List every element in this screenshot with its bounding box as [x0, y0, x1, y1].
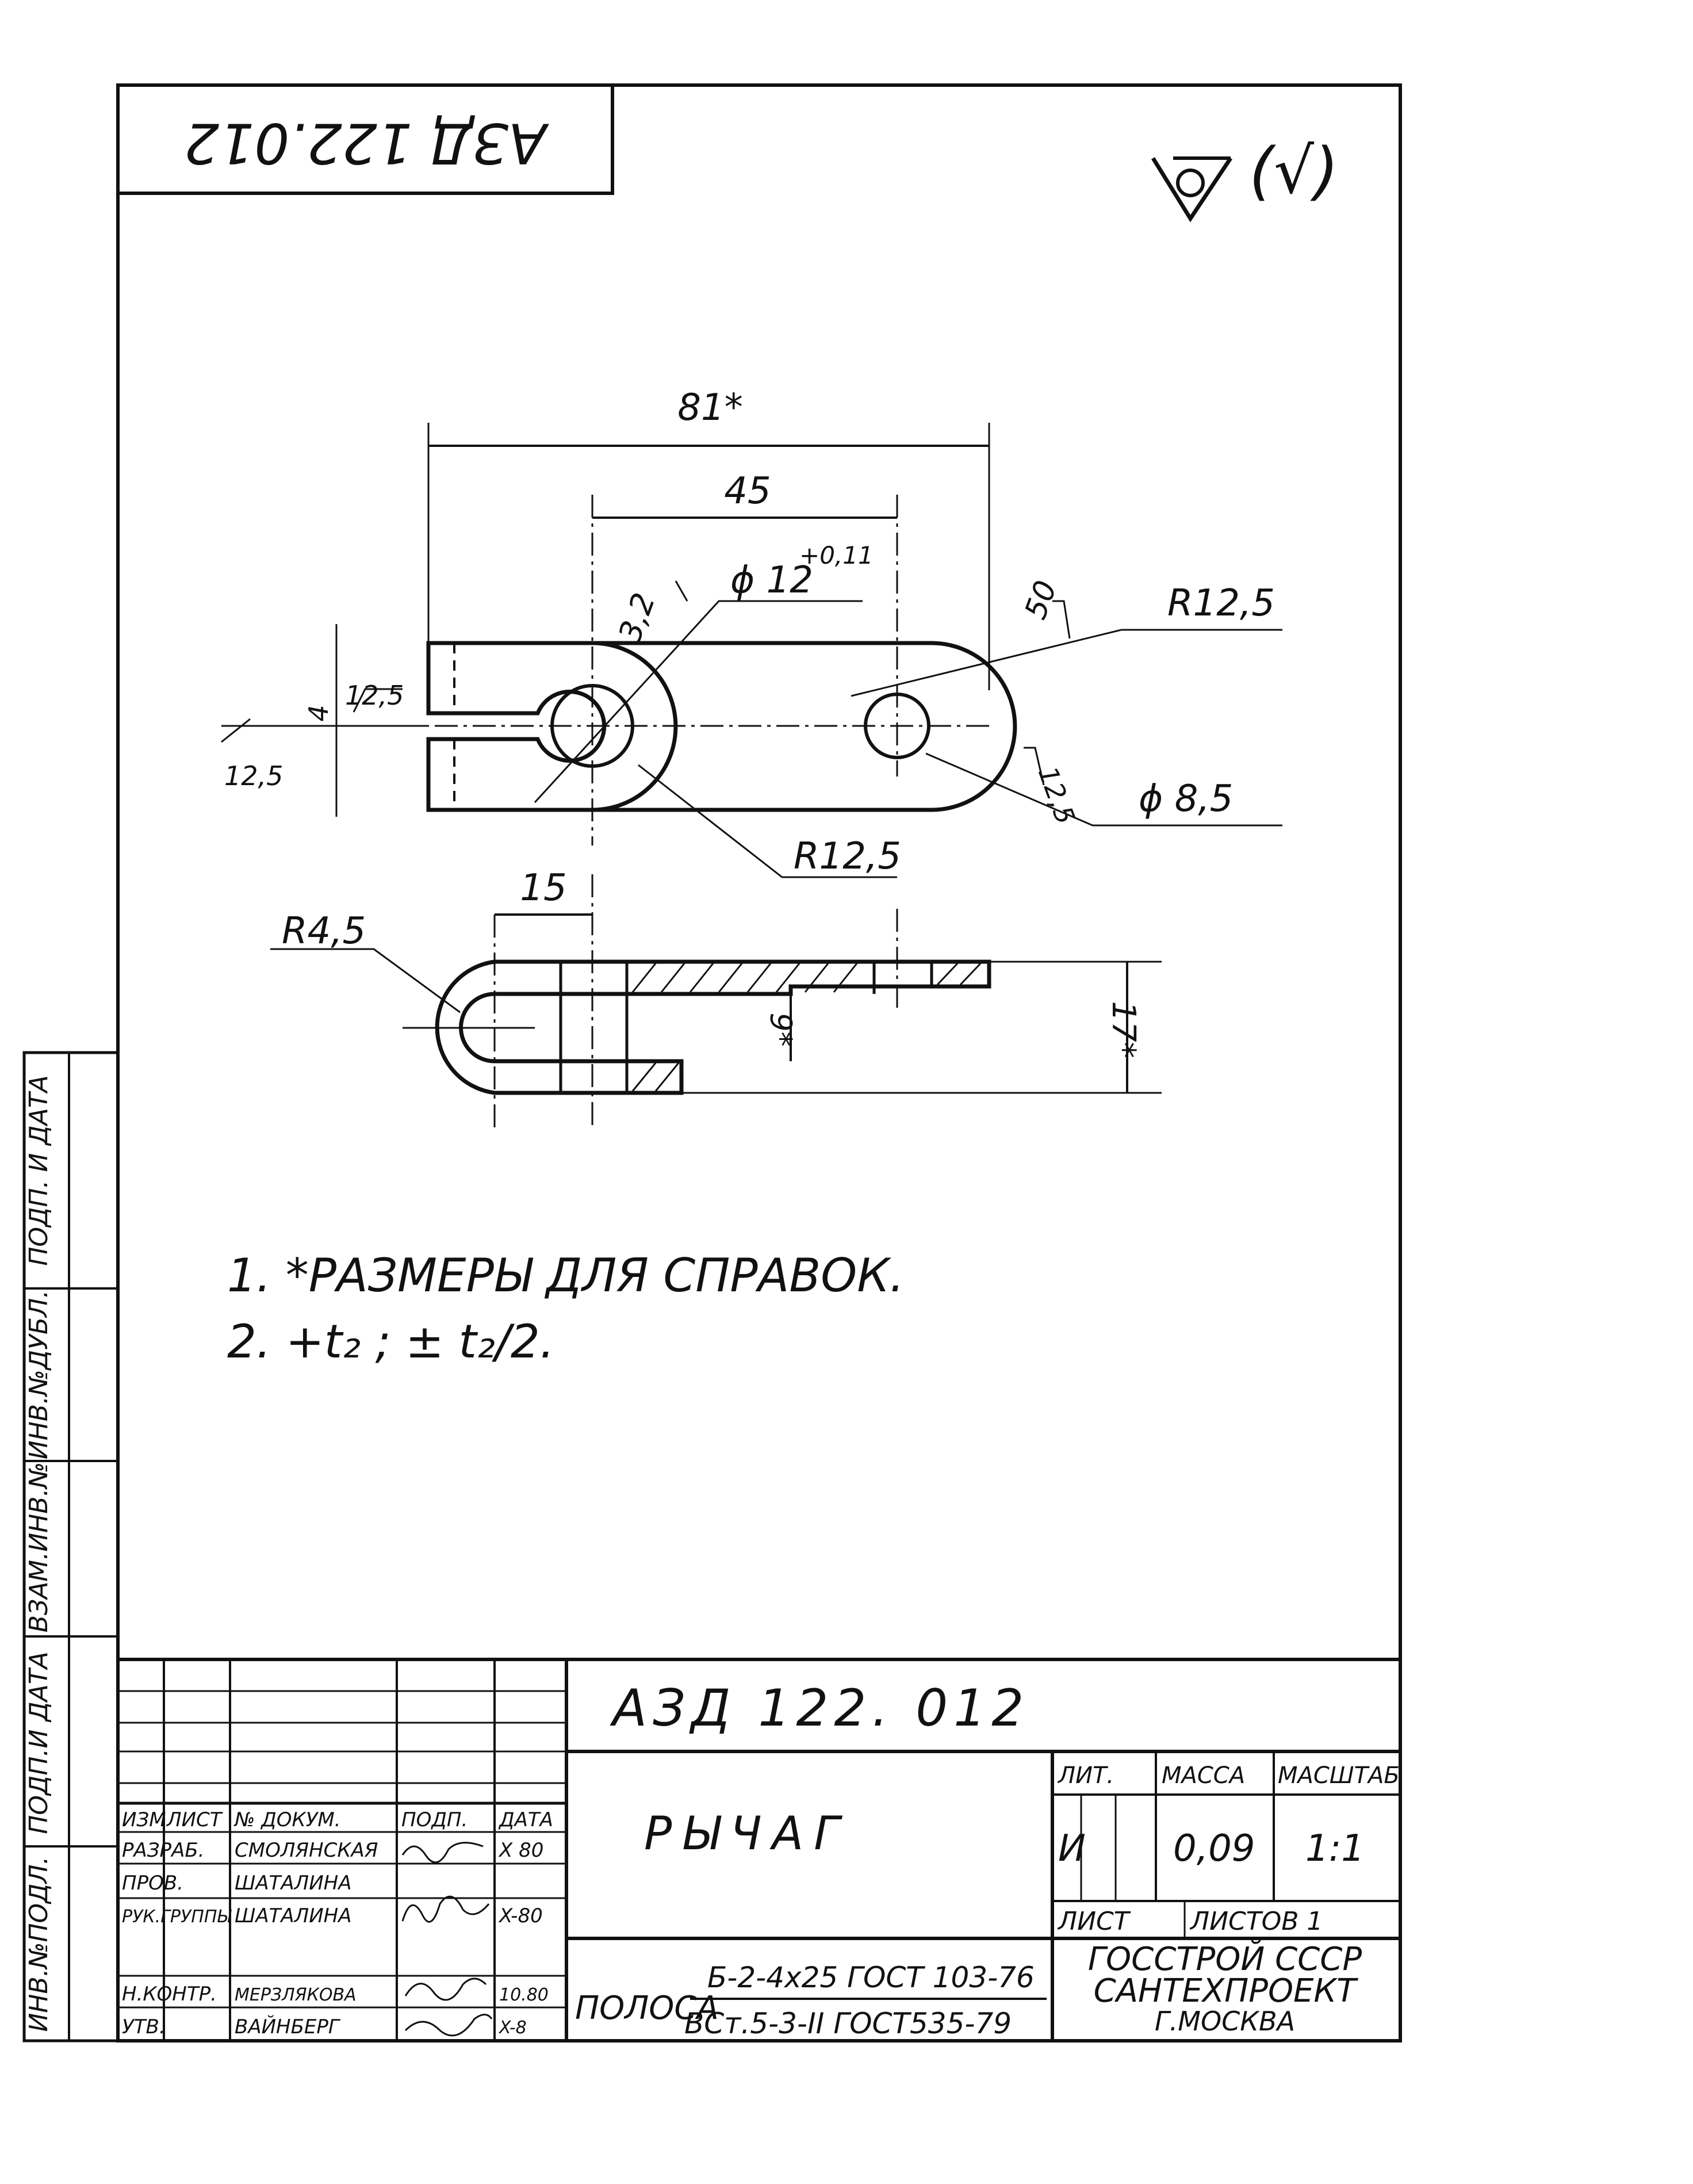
side-cell-2: ПОДП.И ДАТА	[24, 1651, 53, 1834]
side-stamp	[22, 1051, 120, 2043]
roughness-symbol-icon	[1151, 156, 1232, 223]
date-razrab: X 80	[498, 1839, 543, 1862]
side-cell-1: ИНВ.№ПОДЛ.	[24, 1856, 53, 2032]
dim-flange-length: 15	[520, 867, 566, 909]
drawing-number: АЗД 122. 012	[610, 1678, 1029, 1738]
sheet-label: ЛИСТ	[1057, 1907, 1131, 1936]
material-label: ПОЛОСА	[575, 1990, 719, 2027]
lit-label: ЛИТ.	[1057, 1762, 1114, 1789]
dim-radius-left: R12,5	[794, 835, 901, 878]
dim-roughness-50: 50	[1018, 576, 1064, 624]
name-utv: ВАЙНБЕРГ	[235, 2015, 341, 2038]
lit-value: И	[1058, 1827, 1086, 1870]
roughness-note: (√)	[1249, 134, 1339, 208]
mass-value: 0,09	[1173, 1827, 1255, 1870]
dim-roughness-12-5-slot: 12,5	[345, 680, 404, 711]
label-list: ЛИСТ	[166, 1808, 223, 1831]
side-cell-4: ИНВ.№ДУБЛ.	[24, 1290, 53, 1459]
material-bottom: ВСт.5-3-II ГОСТ535-79	[684, 2007, 1012, 2040]
dim-roughness-12-5-right: 12,5	[1032, 762, 1082, 828]
role-ruk: РУК.ГРУППЫ	[122, 1907, 232, 1927]
role-prov: ПРОВ.	[122, 1872, 183, 1895]
name-razrab: СМОЛЯНСКАЯ	[235, 1839, 378, 1862]
top-number-text: АЗД 122.012	[184, 111, 550, 175]
date-nkontr: 10.80	[499, 1985, 549, 2005]
name-prov: ШАТАЛИНА	[235, 1872, 351, 1895]
dim-roughness-3-2: 3,2	[611, 588, 662, 647]
dim-hole-diameter-big: ϕ 12	[730, 559, 813, 602]
dim-hole-diameter-small: ϕ 8,5	[1139, 778, 1233, 820]
note-1: 1. *РАЗМЕРЫ ДЛЯ СПРАВОК.	[227, 1249, 904, 1302]
dim-bend-radius: R4,5	[282, 910, 366, 953]
date-utv: X-8	[498, 2018, 527, 2038]
label-sign: ПОДП.	[401, 1808, 468, 1831]
dim-hole-spacing: 45	[724, 470, 771, 512]
material-top: Б-2-4x25 ГОСТ 103-76	[707, 1961, 1035, 1994]
role-nkontr: Н.КОНТР.	[122, 1983, 217, 2006]
org-line-3: Г.МОСКВА	[1155, 2006, 1295, 2037]
note-2: 2. +t₂ ; ± t₂/2.	[227, 1315, 554, 1368]
mass-label: МАССА	[1162, 1762, 1245, 1789]
dim-slot-width: 4	[303, 705, 334, 721]
dim-roughness-12-5-left: 12,5	[224, 760, 283, 791]
top-number-stamp	[116, 83, 614, 195]
label-doc: № ДОКУМ.	[233, 1808, 341, 1831]
name-ruk: ШАТАЛИНА	[235, 1904, 351, 1927]
title-block	[118, 1658, 1400, 2041]
dim-radius-right: R12,5	[1167, 582, 1275, 625]
role-utv: УТВ.	[122, 2015, 166, 2038]
scale-value: 1:1	[1305, 1827, 1365, 1870]
part-name: РЫЧАГ	[644, 1807, 850, 1860]
label-izm: ИЗМ	[122, 1808, 166, 1831]
date-ruk: X-80	[498, 1904, 543, 1927]
side-cell-5: ПОДП. И ДАТА	[24, 1075, 53, 1266]
label-date: ДАТА	[498, 1808, 553, 1831]
sheets-label: ЛИСТОВ 1	[1189, 1907, 1323, 1936]
signatures	[401, 1842, 493, 2037]
name-nkontr: МЕРЗЛЯКОВА	[235, 1985, 357, 2005]
lever-side-view	[270, 874, 1162, 1127]
dim-total-height: 17*	[1105, 1001, 1142, 1058]
side-cell-3: ВЗАМ.ИНВ.№	[24, 1462, 53, 1632]
dim-gap-height: 9*	[763, 1012, 798, 1046]
org-line-1: ГОССТРОЙ СССР	[1088, 1941, 1362, 1978]
dim-hole-diameter-big-tol: +0,11	[799, 541, 874, 569]
dim-overall-length: 81*	[677, 387, 742, 429]
scale-label: МАСШТАБ	[1278, 1762, 1400, 1789]
role-razrab: РАЗРАБ.	[122, 1839, 204, 1862]
org-line-2: САНТЕХПРОЕКТ	[1094, 1972, 1359, 2010]
drawing-frame	[116, 83, 1402, 2043]
lever-top-view	[221, 423, 1282, 878]
